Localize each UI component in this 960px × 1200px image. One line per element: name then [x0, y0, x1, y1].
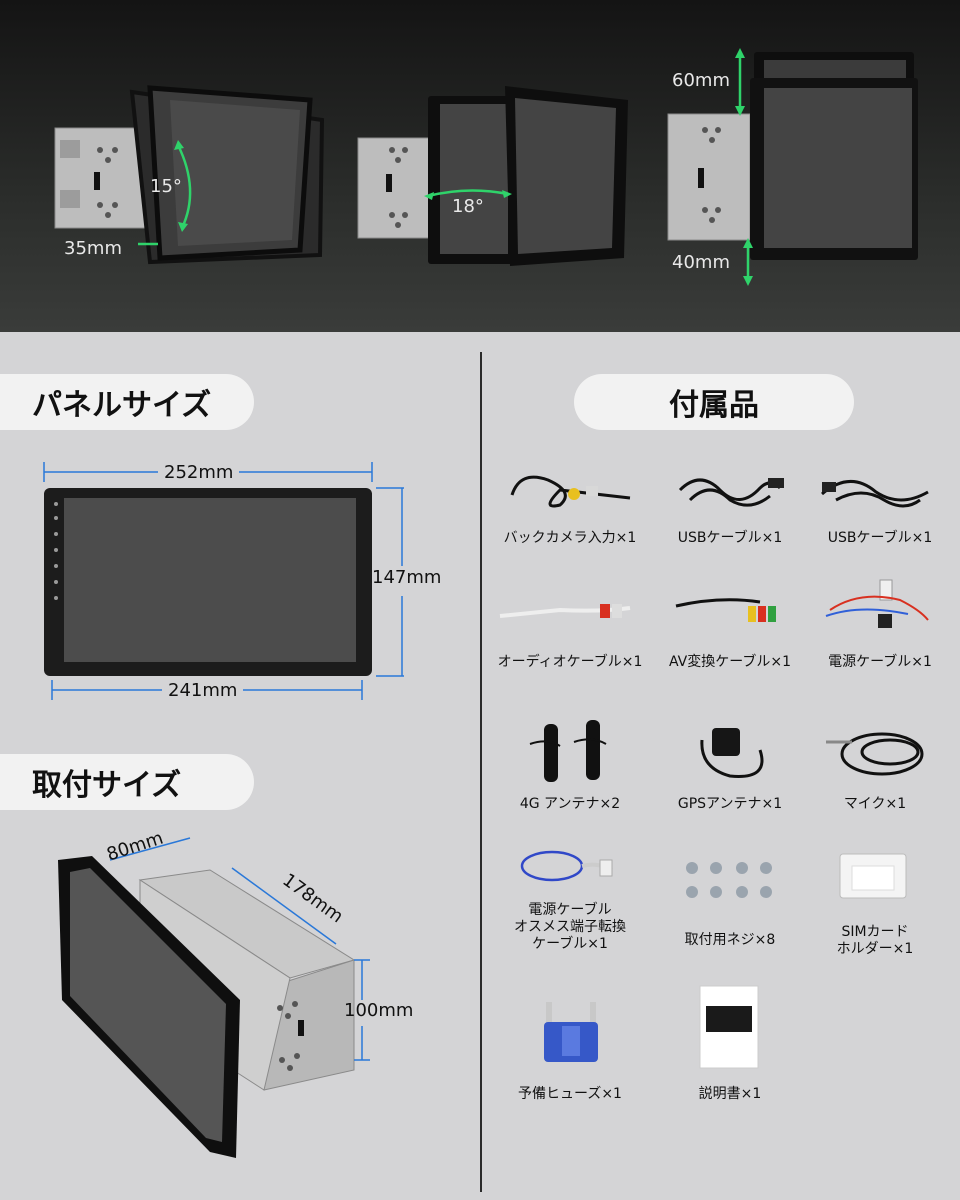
- mount-height-dim: 100mm: [344, 1000, 414, 1021]
- accessory-label-6: 電源ケーブル×1: [828, 654, 932, 670]
- tilt-unit-illustration: [54, 85, 325, 265]
- rca-camera-cable-icon: [510, 475, 631, 508]
- accessory-label-3: USBケーブル×1: [827, 530, 933, 546]
- panel-width-bottom: 241mm: [162, 680, 244, 701]
- accessory-label-1: バックカメラ入力×1: [503, 530, 637, 546]
- accessory-label-12: SIMカード ホルダー×1: [836, 924, 914, 957]
- fuse-icon: [544, 1002, 598, 1062]
- usb-cable-icon: [678, 478, 784, 507]
- panel-size-heading: パネルサイズ: [0, 374, 254, 430]
- accessory-label-5: AV変換ケーブル×1: [668, 654, 792, 670]
- antenna-4g-icon: [529, 720, 607, 782]
- microphone-icon: [826, 732, 924, 776]
- accessory-label-9: マイク×1: [843, 796, 907, 812]
- av-cable-icon: [675, 598, 776, 622]
- accessory-label-4: オーディオケーブル×1: [497, 654, 643, 670]
- power-harness-icon: [825, 579, 929, 628]
- raise-label: 60mm: [672, 70, 730, 91]
- lower-label: 40mm: [672, 252, 730, 273]
- accessory-label-11: 取付用ネジ×8: [684, 932, 776, 948]
- accessory-label-2: USBケーブル×1: [677, 530, 783, 546]
- accessory-label-7: 4G アンテナ×2: [519, 796, 621, 812]
- screws-icon: [686, 862, 772, 898]
- usb-cable-icon: [821, 480, 929, 508]
- section-divider: [480, 352, 482, 1192]
- manual-icon: [699, 985, 759, 1069]
- swivel-unit-illustration: [357, 86, 628, 266]
- swivel-angle-label: 18°: [452, 196, 484, 217]
- sim-holder-icon: [839, 853, 907, 899]
- mount-size-heading: 取付サイズ: [0, 754, 254, 810]
- adjustment-banner: 15° 35mm 18° 60mm 4: [0, 0, 960, 332]
- audio-cable-icon: [499, 604, 631, 618]
- accessory-label-10: 電源ケーブル オスメス端子転換 ケーブル×1: [514, 902, 626, 952]
- panel-width-top: 252mm: [158, 462, 240, 483]
- depth-label: 35mm: [64, 238, 122, 259]
- panel-height: 147mm: [372, 567, 442, 588]
- accessory-label-13: 予備ヒューズ×1: [518, 1086, 622, 1102]
- gps-antenna-icon: [700, 728, 764, 778]
- tilt-angle-label: 15°: [150, 176, 182, 197]
- height-unit-illustration: [667, 48, 918, 286]
- accessory-label-8: GPSアンテナ×1: [677, 796, 783, 812]
- accessories-heading: 付属品: [574, 374, 854, 430]
- terminal-adapter-cable-icon: [520, 850, 613, 882]
- accessory-label-14: 説明書×1: [698, 1086, 762, 1102]
